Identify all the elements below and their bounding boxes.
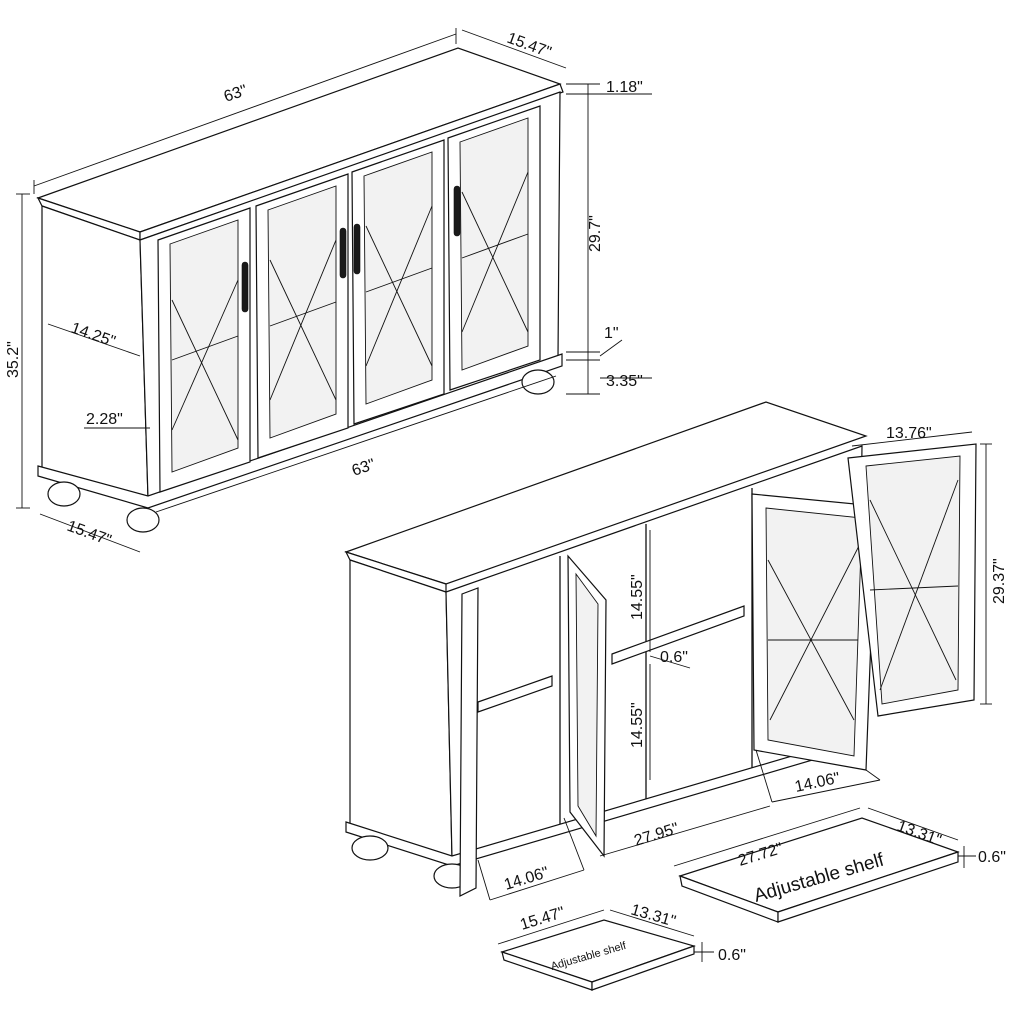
dim-base-trim: 1": [604, 325, 619, 342]
handle-2: [339, 227, 347, 279]
small-adjustable-shelf: 15.47" 13.31" 0.6" Adjustable shelf: [497, 902, 746, 991]
interior-shelf-left: [477, 675, 553, 713]
dim-top-thickness: 1.18": [606, 79, 643, 96]
closed-cabinet-view: 63" 15.47" 1.18" 29.7" 1" 3.35" 35.2" 14…: [5, 28, 652, 553]
open-door-third: [751, 493, 877, 771]
open-foot-left: [351, 835, 389, 861]
door-3: [351, 139, 445, 425]
small-shelf-thickness: 0.6": [718, 947, 746, 964]
foot-left: [47, 481, 81, 507]
dim-leg-height: 3.35": [606, 373, 643, 390]
dim-door-width-right: 14.06": [793, 770, 841, 796]
small-shelf-depth: 13.31": [629, 902, 678, 931]
dim-open-door-height: 29.37": [991, 558, 1008, 604]
dim-line-width-top: [33, 33, 457, 187]
dim-side-gap: 2.28": [86, 411, 123, 428]
cabinet-side: [41, 205, 149, 499]
handle-1: [241, 261, 249, 313]
dim-shelf-thickness-inner: 0.6": [660, 649, 688, 666]
open-door-right: [847, 443, 977, 717]
door-2: [255, 173, 349, 459]
dim-depth-bottom: 15.47": [65, 518, 114, 550]
door-4: [447, 105, 541, 391]
interior-shelf-center: [611, 605, 745, 665]
dim-door-width: 13.76": [886, 425, 932, 442]
dim-width-bottom: 63": [350, 456, 378, 480]
dim-shelf-space-upper: 14.55": [629, 574, 646, 620]
cabinet-base-trim: [37, 353, 563, 509]
dim-line-depth-bottom: [39, 513, 141, 553]
foot-front: [126, 507, 160, 533]
dim-depth-top: 15.47": [505, 30, 554, 62]
dim-line-inner-depth: [47, 323, 141, 357]
dim-shelf-space-lower: 14.55": [629, 702, 646, 748]
dim-line-width-bottom: [155, 375, 557, 513]
dim-door-width-left: 14.06": [502, 864, 551, 894]
open-cabinet-side: [349, 559, 453, 859]
large-adjustable-shelf: 27.72" 13.31" 0.6" Adjustable shelf: [673, 807, 1006, 923]
dim-center-width: 27.95": [632, 820, 681, 850]
handle-3: [353, 223, 361, 275]
door-1: [157, 207, 251, 493]
handle-4: [453, 185, 461, 237]
dim-total-height: 35.2": [5, 341, 22, 378]
open-door-left: [459, 587, 479, 897]
large-shelf-thickness: 0.6": [978, 849, 1006, 866]
open-cabinet-view: 13.76" 29.37" 14.55" 0.6" 14.55" 14.06" …: [344, 401, 1008, 901]
cabinet-top-front-edge: [139, 83, 564, 241]
dim-door-height: 29.7": [587, 215, 604, 252]
dim-line-depth-top: [461, 29, 567, 69]
dim-width-top: 63": [222, 82, 250, 106]
